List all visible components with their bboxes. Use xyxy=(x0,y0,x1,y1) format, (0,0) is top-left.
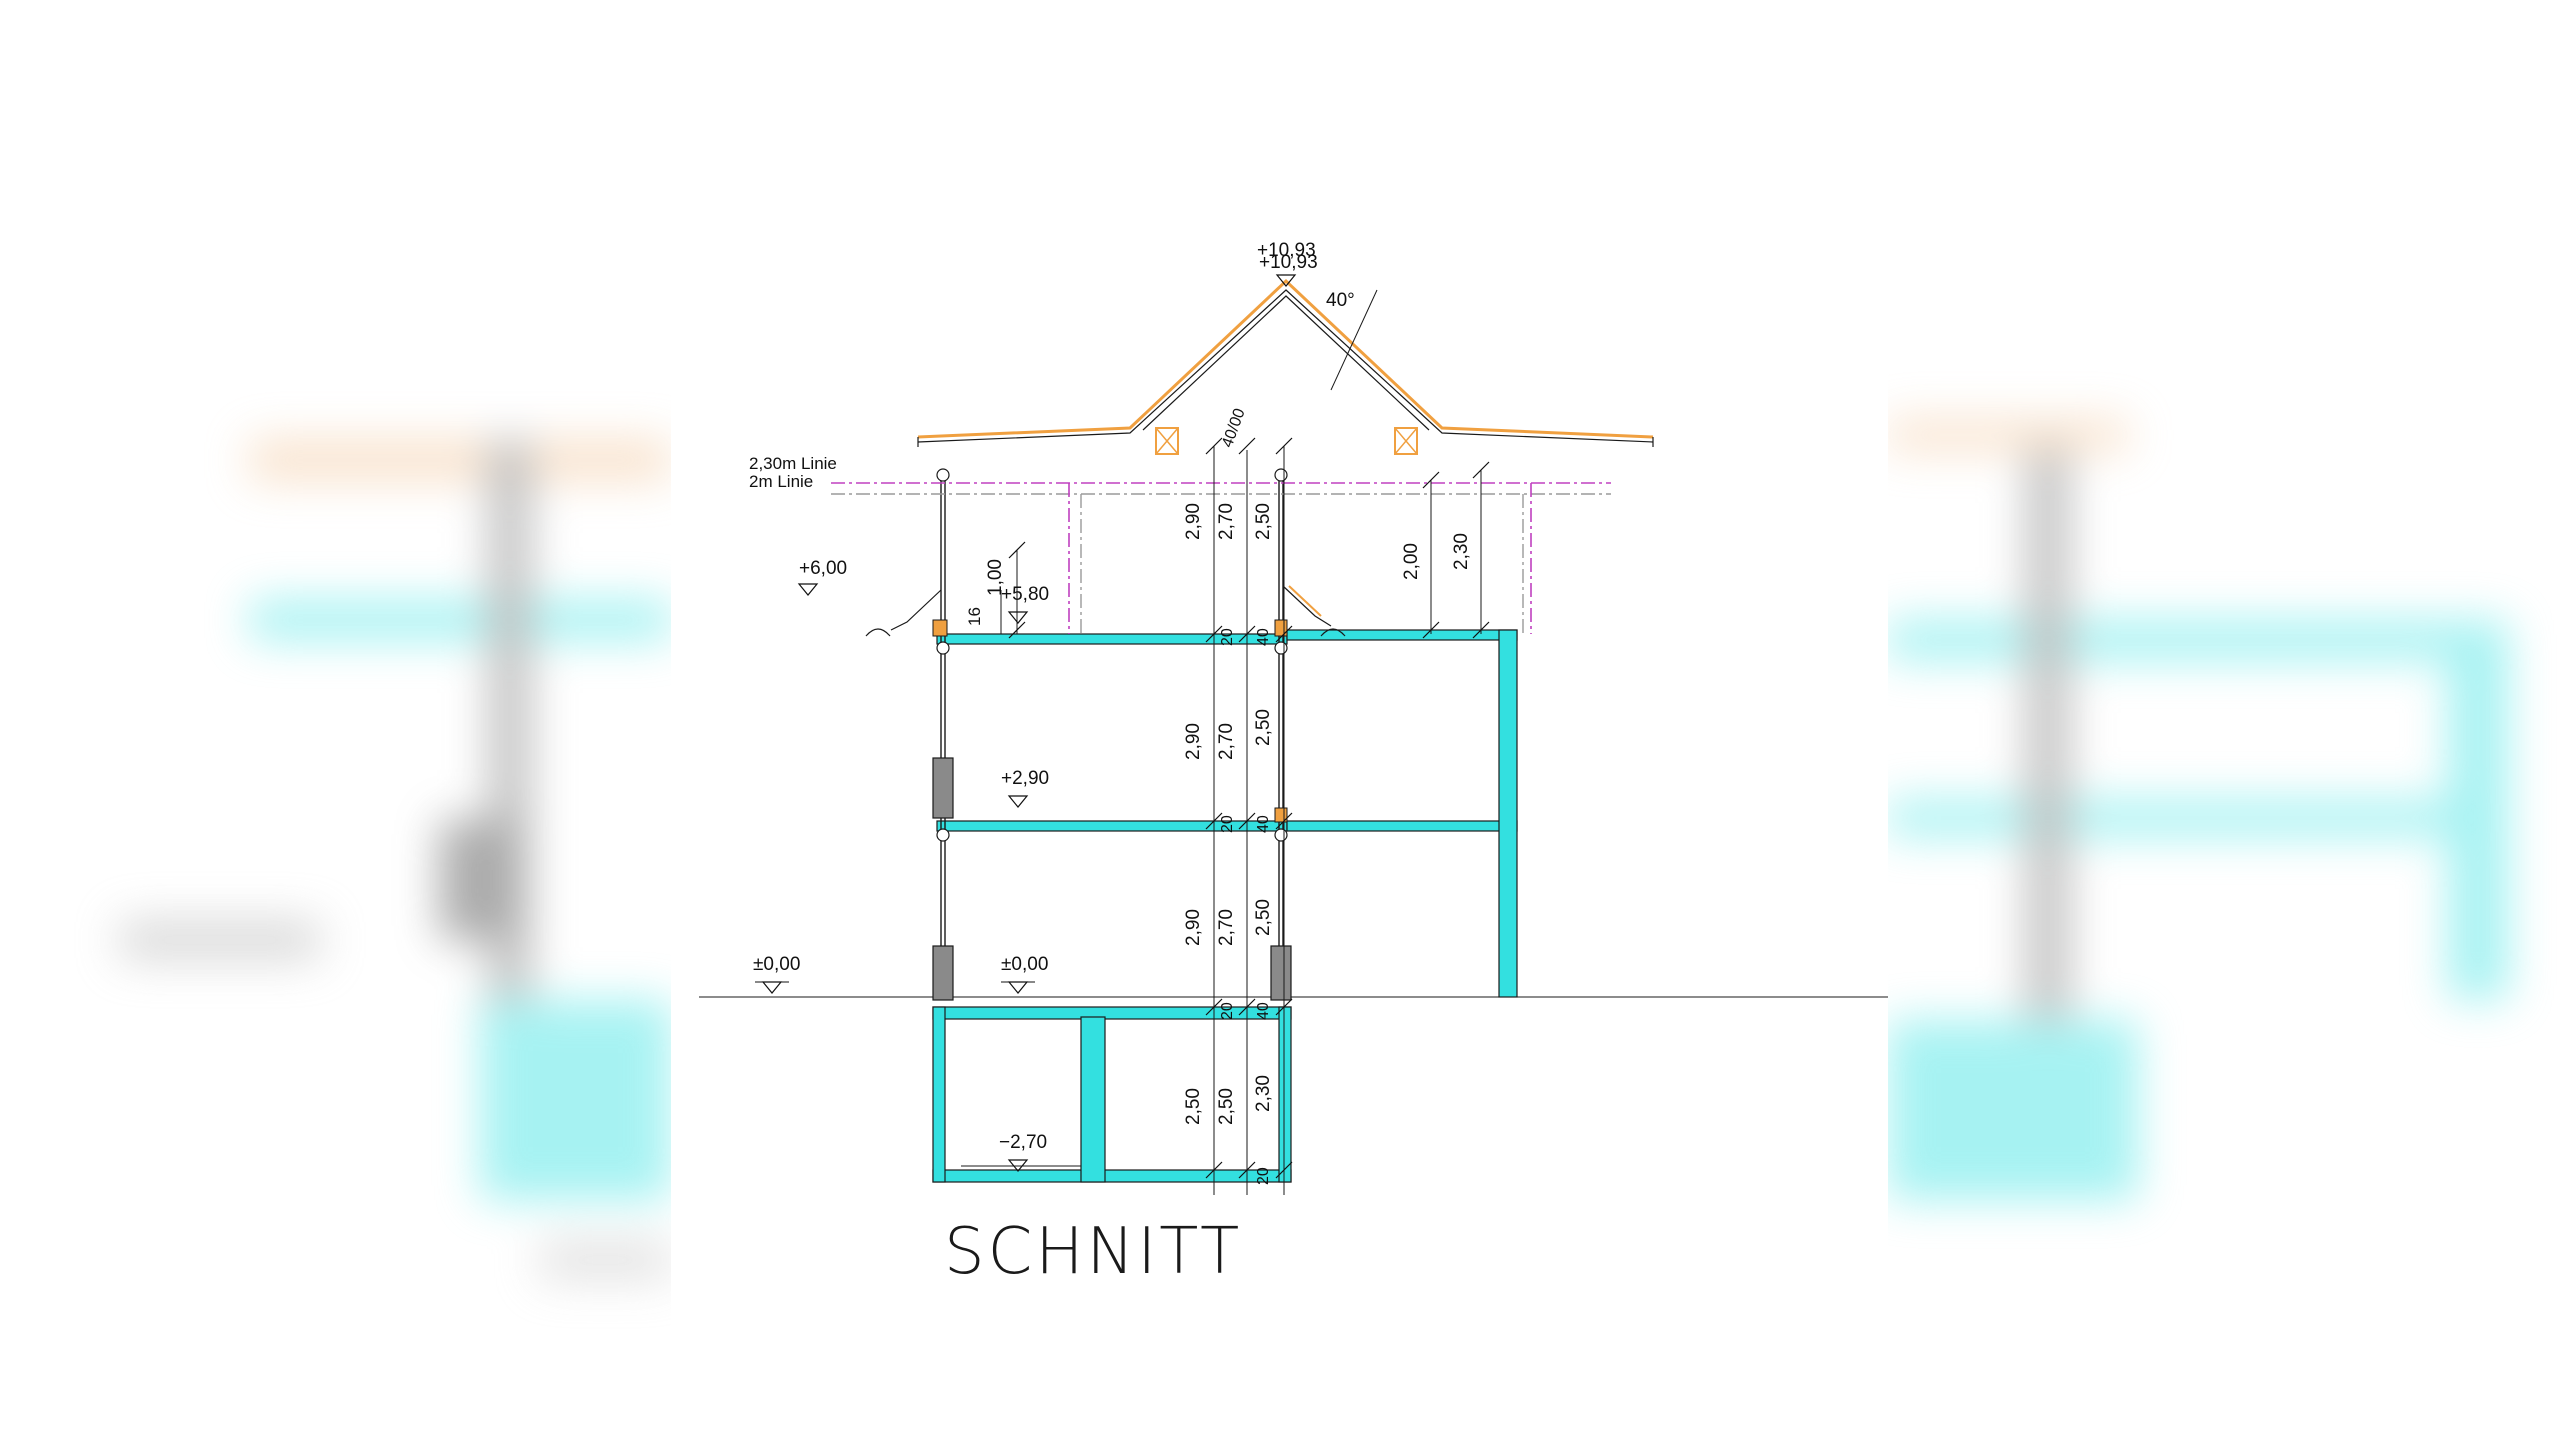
dim-upper-a: 2,90 xyxy=(1183,723,1204,760)
dim-slab-40-ground: 40 xyxy=(1255,1002,1272,1020)
dim-slab-40-attic: 40 xyxy=(1255,628,1272,646)
level-ground-outside: ±0,00 xyxy=(753,954,801,975)
roof xyxy=(865,278,1654,637)
dim-basement-b: 2,50 xyxy=(1216,1088,1237,1125)
level-ridge: +10,93 xyxy=(1259,252,1318,273)
facade-right xyxy=(1270,468,1292,1001)
dim-attic-a: 2,90 xyxy=(1183,503,1204,540)
line-230-label: 2,30m Linie xyxy=(749,454,837,473)
background-blur-left xyxy=(0,0,671,1440)
dim-attic-sill: 1,00 xyxy=(985,559,1006,596)
level-ground-inside: ±0,00 xyxy=(1001,954,1049,975)
dim-attic-h230: 2,30 xyxy=(1451,533,1472,570)
dim-upper-c: 2,50 xyxy=(1253,709,1274,746)
dim-slab-40-first: 40 xyxy=(1255,815,1272,833)
dimension-chains xyxy=(1000,437,1490,1195)
dim-attic-h200: 2,00 xyxy=(1401,543,1422,580)
dim-slab-20-ground: 20 xyxy=(1219,1002,1236,1020)
dim-slab-20-attic: 20 xyxy=(1219,628,1236,646)
dim-slab-20-first: 20 xyxy=(1219,815,1236,833)
roof-pitch-label: 40° xyxy=(1326,290,1355,311)
ridge-level-marker xyxy=(1275,274,1297,287)
drawing-title: SCHNITT xyxy=(944,1215,1243,1289)
dim-basement-c: 2,30 xyxy=(1253,1075,1274,1112)
background-blur-right xyxy=(1888,0,2560,1440)
dim-attic-knee: 16 xyxy=(965,607,984,626)
dim-ground-c: 2,50 xyxy=(1253,899,1274,936)
drawing-panel: +10,93 +10,93 40° 2,30m Linie 2m Linie +… xyxy=(671,145,1888,1330)
dimension-texts: 2,90 2,70 2,50 2,00 2,30 1,00 16 2,90 2,… xyxy=(671,390,1888,1350)
level-attic: +5,80 xyxy=(1001,584,1050,605)
dim-basement-a: 2,50 xyxy=(1183,1088,1204,1125)
section-drawing xyxy=(699,274,1888,1195)
rafter-spacing: 40/00 xyxy=(1219,406,1249,450)
dim-upper-b: 2,70 xyxy=(1216,723,1237,760)
basement-wall-mid xyxy=(1080,1016,1106,1183)
labels: +10,93 40° 2,30m Linie 2m Linie +6,00 +5… xyxy=(671,240,1888,1350)
level-markers xyxy=(755,583,1035,1172)
dim-slab-20-basement: 20 xyxy=(1255,1167,1272,1185)
dim-attic-b: 2,70 xyxy=(1216,503,1237,540)
dim-ground-b: 2,70 xyxy=(1216,909,1237,946)
dim-ground-a: 2,90 xyxy=(1183,909,1204,946)
basement-wall-left xyxy=(932,1006,946,1183)
annex-wall xyxy=(1498,629,1518,998)
level-basement: −2,70 xyxy=(999,1132,1048,1153)
level-first: +2,90 xyxy=(1001,768,1050,789)
dim-attic-c: 2,50 xyxy=(1253,503,1274,540)
basement-wall-right xyxy=(1278,1006,1292,1183)
level-ridge-label: +10,93 xyxy=(1257,240,1316,261)
level-eave: +6,00 xyxy=(799,558,848,579)
facade-left xyxy=(932,468,954,1001)
line-200-label: 2m Linie xyxy=(749,472,814,491)
